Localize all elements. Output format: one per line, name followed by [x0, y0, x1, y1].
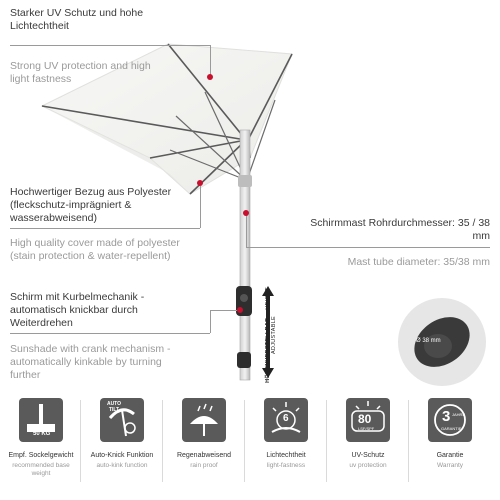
cover-marker-dot [197, 180, 203, 186]
warranty-icon: 3 JAHRE GARANTIE [428, 398, 472, 442]
umbrella-pole [239, 129, 251, 381]
feature-rain-proof: Regenabweisend rain proof [168, 398, 240, 470]
diameter-label: Ø 38 mm [416, 338, 441, 344]
umbrella-illustration [40, 43, 293, 381]
crank-marker-dot [237, 307, 243, 313]
pole-section-detail: Ø 38 mm [398, 298, 486, 386]
cover-callout-de: Hochwertiger Bezug aus Polyester (flecks… [10, 186, 172, 224]
mast-leader-line [246, 247, 490, 248]
cover-callout-en: High quality cover made of polyester (st… [10, 237, 180, 262]
auto-tilt-icon: AUTO TILT [100, 398, 144, 442]
feature-base-weight: 50 KG Empf. Sockelgewicht recommended ba… [5, 398, 77, 478]
feature-light-fastness: 6 Lichtechtheit light-fastness [250, 398, 322, 470]
feature-uv-protection: 80 LSF/SPF UV-Schutz uv protection [332, 398, 404, 470]
mast-marker-dot [243, 210, 249, 216]
feature-auto-tilt: AUTO TILT Auto-Knick Funktion auto-kink … [86, 398, 158, 470]
mast-callout-de: Schirmmast Rohrdurchmesser: 35 / 38 mm [310, 217, 490, 242]
uv-leader-line [10, 45, 210, 46]
uv-callout-de: Starker UV Schutz und hohe Lichtechtheit [10, 7, 144, 32]
height-clamp [237, 352, 251, 368]
base-weight-icon: 50 KG [19, 398, 63, 442]
cover-leader-line [10, 228, 200, 229]
height-adjust-arrow [262, 286, 274, 378]
light-fastness-icon: 6 [264, 398, 308, 442]
crank-callout-de: Schirm mit Kurbelmechanik - automatisch … [10, 291, 145, 329]
crank-leader-line [10, 333, 210, 334]
uv-protection-icon: 80 LSF/SPF [346, 398, 390, 442]
crank-callout-en: Sunshade with crank mechanism - automati… [10, 343, 171, 381]
uv-callout-en: Strong UV protection and high light fast… [10, 60, 151, 85]
mast-callout-en: Mast tube diameter: 35/38 mm [347, 256, 490, 268]
feature-warranty: 3 JAHRE GARANTIE Garantie Warranty [414, 398, 486, 470]
uv-marker-dot [207, 74, 213, 80]
height-adjustable-label: HÖHENVERSTELLBAR HEIGHT ADJUSTABLE [265, 275, 277, 395]
rain-proof-icon [182, 398, 226, 442]
